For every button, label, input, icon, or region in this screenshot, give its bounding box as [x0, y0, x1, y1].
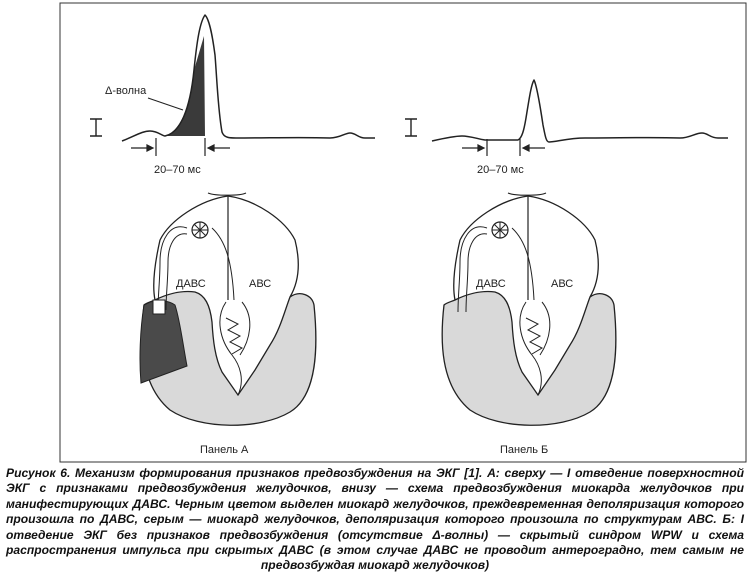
atria-outline-b — [453, 195, 599, 301]
panel-title-a: Панель А — [200, 444, 249, 456]
interval-label-a: 20–70 мс — [154, 164, 201, 176]
atria-outline-a — [153, 195, 299, 301]
figure-canvas: Δ-волна 20–70 мс 20–70 мс ДАВ — [59, 2, 747, 463]
delta-wave-fill — [165, 36, 205, 136]
av-label-a: АВС — [249, 278, 271, 290]
calibration-mark-b — [405, 118, 417, 137]
panel-title-b: Панель Б — [500, 444, 548, 456]
av-node-zigzag-b — [525, 317, 544, 355]
figure-frame — [59, 2, 747, 463]
interval-ticks-a — [155, 138, 206, 156]
interval-ticks-b — [486, 139, 521, 156]
interval-arrow-left-a — [131, 144, 155, 152]
internodal-path-b — [511, 227, 535, 301]
ventricular-myocardium-b — [441, 290, 617, 426]
delta-pointer — [147, 97, 184, 111]
ecg-panel-b: 20–70 мс — [405, 79, 728, 176]
ecg-trace-b — [431, 79, 728, 143]
atrial-top-a — [207, 192, 247, 196]
accessory-pathway-entry-a — [152, 299, 166, 315]
accessory-pathway-b — [457, 226, 488, 313]
ventricular-myocardium-a — [141, 290, 317, 426]
heart-panel-b: ДАВС АВС Панель Б — [441, 192, 617, 456]
accessory-label-b: ДАВС — [476, 278, 506, 290]
figure-caption: Рисунок 6. Механизм формирования признак… — [6, 466, 744, 573]
atrial-top-b — [507, 192, 547, 196]
av-label-b: АВС — [551, 278, 573, 290]
calibration-mark-a — [90, 118, 102, 137]
interval-arrow-right-b — [521, 144, 545, 152]
sinus-node-b — [491, 221, 509, 239]
heart-panel-a: ДАВС АВС Панель А — [139, 192, 317, 456]
bundle-branches-a — [219, 301, 251, 396]
ecg-trace-a — [121, 14, 375, 142]
internodal-path-a — [211, 227, 235, 301]
sinus-node-a — [191, 221, 209, 239]
bundle-branches-b — [519, 301, 551, 396]
accessory-label-a: ДАВС — [176, 278, 206, 290]
accessory-pathway-a — [157, 226, 188, 311]
interval-arrow-right-a — [206, 144, 230, 152]
ecg-panel-a: Δ-волна 20–70 мс — [90, 14, 375, 176]
delta-wave-label: Δ-волна — [105, 85, 147, 97]
interval-arrow-left-b — [462, 144, 486, 152]
av-node-zigzag-a — [225, 317, 244, 355]
interval-label-b: 20–70 мс — [477, 164, 524, 176]
